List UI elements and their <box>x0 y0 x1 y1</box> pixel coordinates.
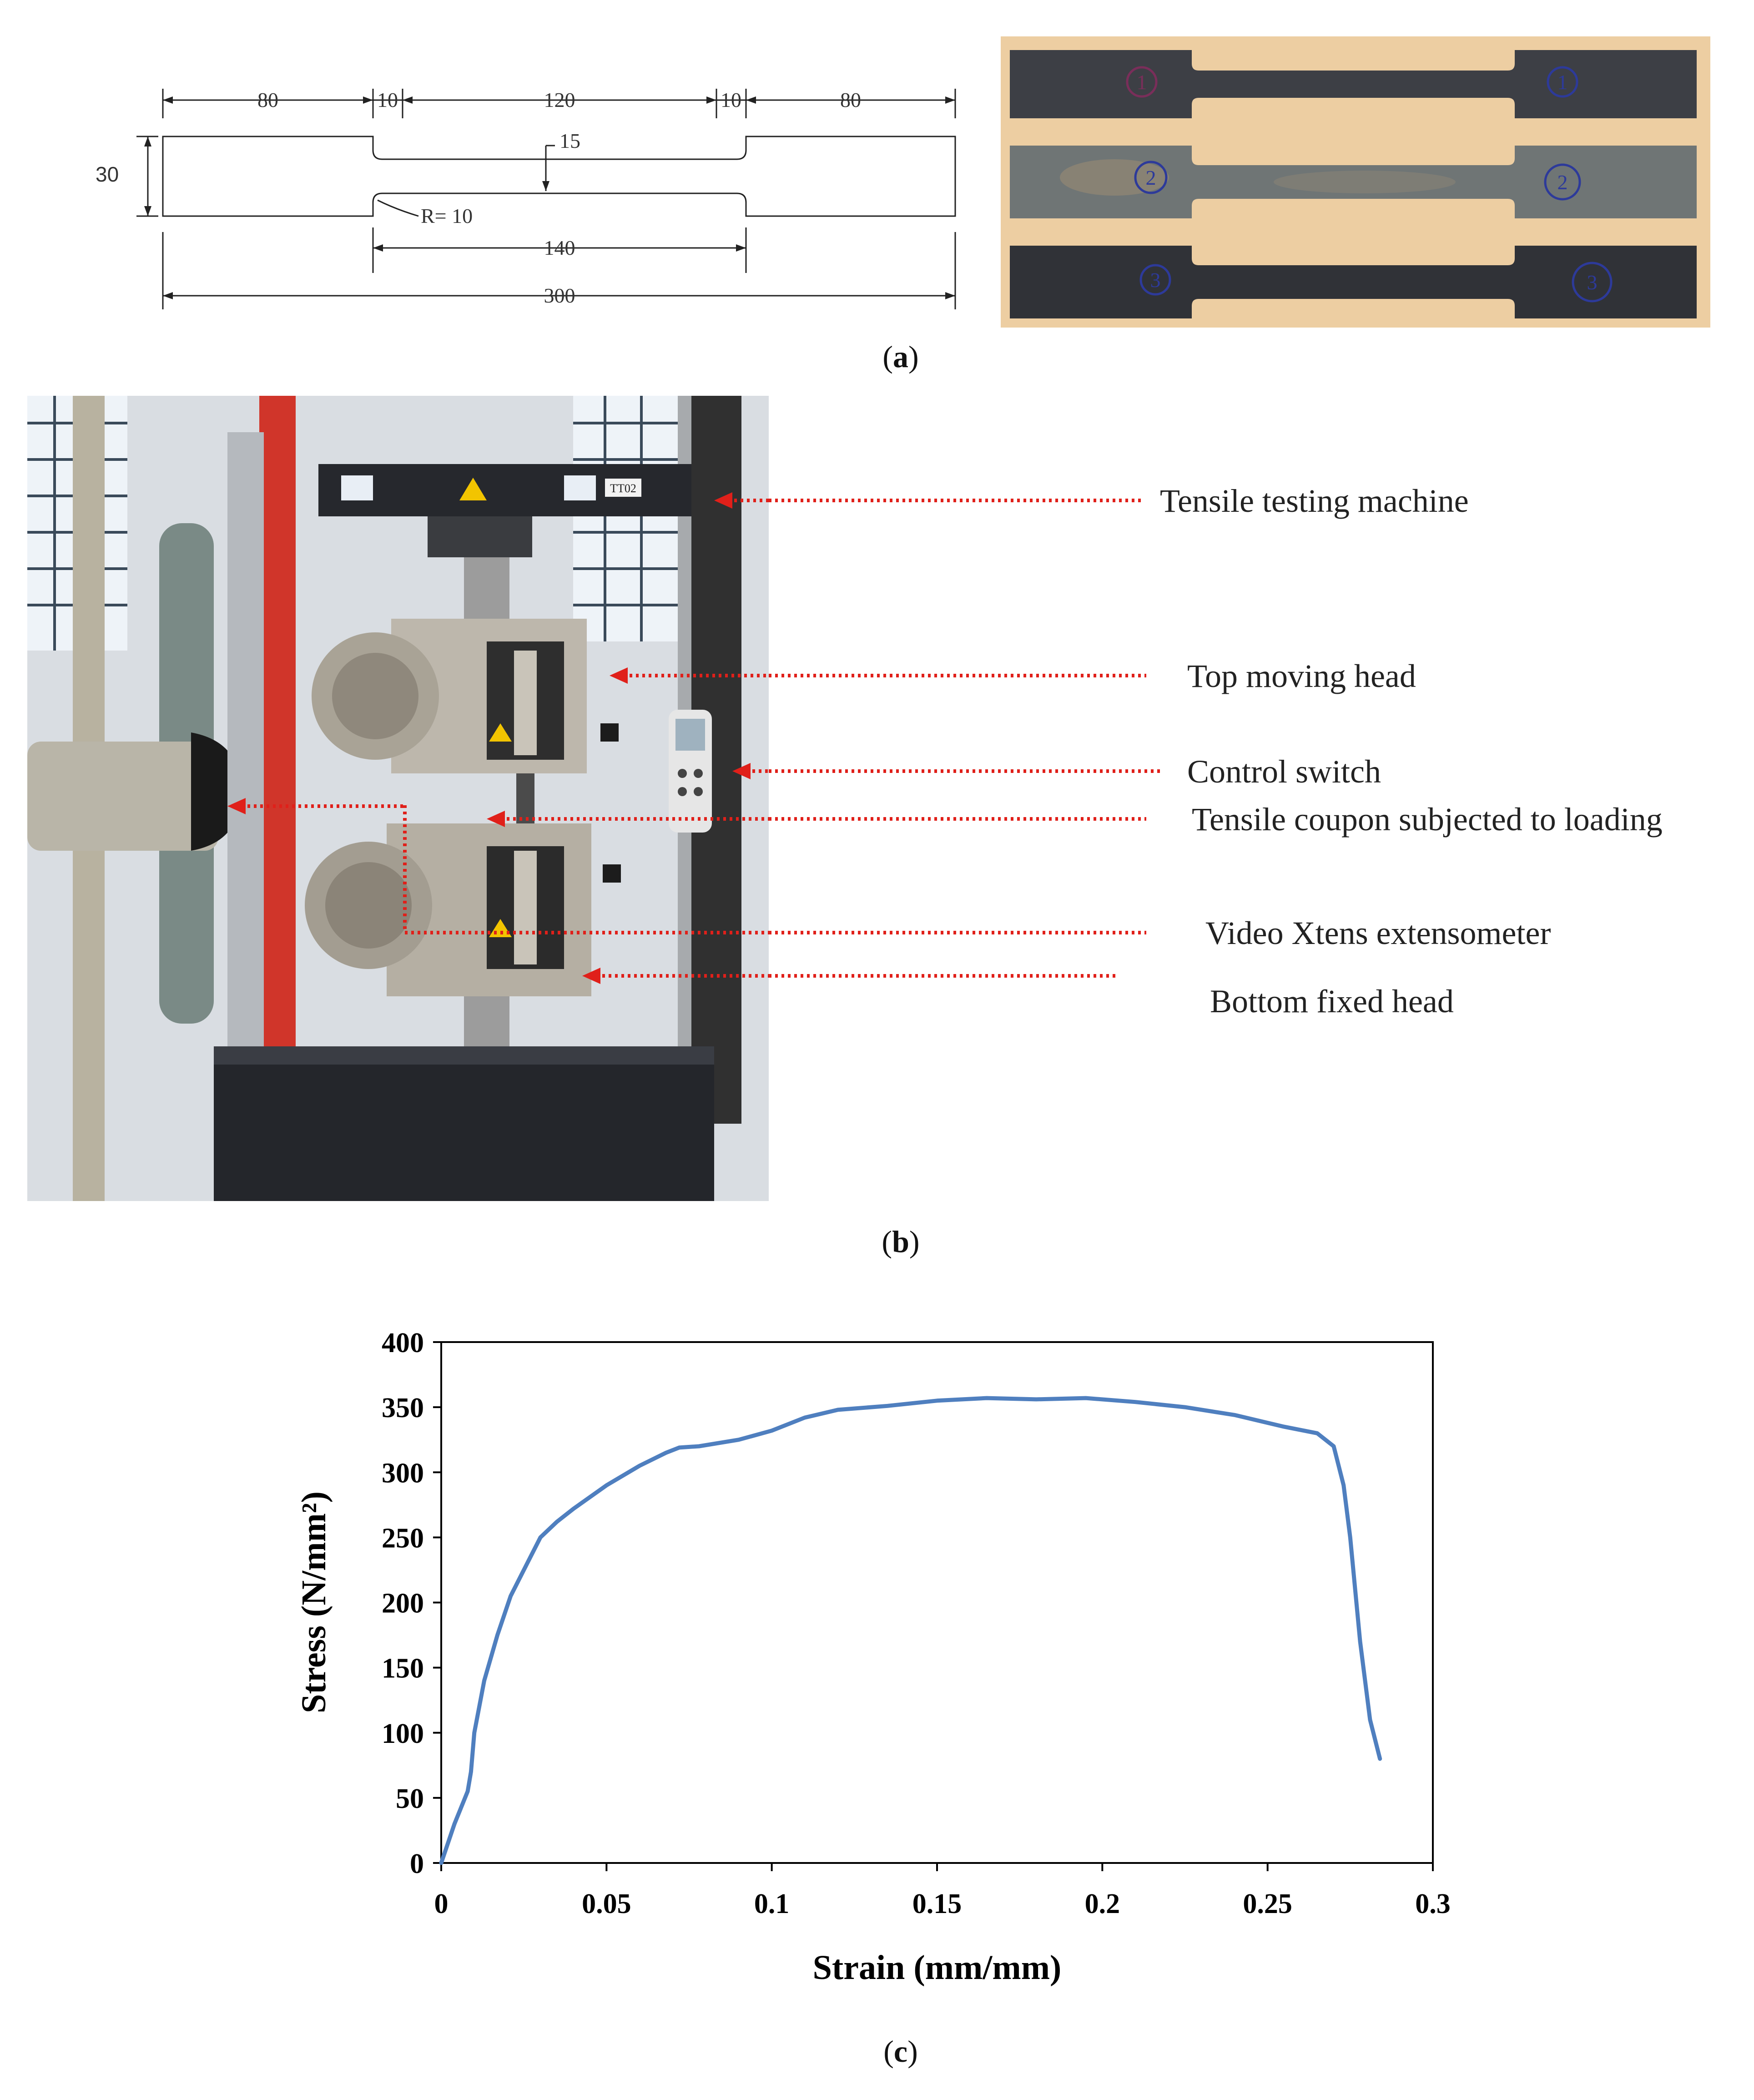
arrowhead <box>732 763 751 779</box>
callout-tensile-coupon: Tensile coupon subjected to loading <box>1192 801 1663 838</box>
dim-radius: R= 10 <box>421 204 473 227</box>
callout-bottom-fixed-head: Bottom fixed head <box>1210 983 1454 1020</box>
y-tick-label: 150 <box>382 1653 424 1684</box>
coupon-2 <box>1010 146 1697 218</box>
y-tick-label: 100 <box>382 1718 424 1749</box>
specimen-outline <box>162 136 956 217</box>
tensile-coupon <box>516 773 534 828</box>
stress-strain-curve <box>439 1396 1382 1865</box>
arrowhead <box>582 968 600 984</box>
dim-right-fillet: 10 <box>721 88 741 111</box>
y-tick-label: 350 <box>382 1393 424 1424</box>
dim-left-grip: 80 <box>257 88 278 111</box>
arrowhead <box>227 798 246 814</box>
machine-base <box>214 1046 714 1201</box>
stress-strain-chart: 0 50 100 150 200 250 300 350 400 0 0.05 0.1 0.15 0.2… <box>295 1328 1451 1987</box>
coupon-label: 1 <box>1557 71 1568 94</box>
x-tick-label: 0.2 <box>1085 1888 1120 1919</box>
coupon-label: 3 <box>1587 271 1598 294</box>
machine-label: TT02 <box>610 482 636 495</box>
dim-left-fillet: 10 <box>377 88 398 111</box>
x-tick-label: 0.3 <box>1415 1888 1451 1919</box>
x-tick-label: 0.05 <box>582 1888 631 1919</box>
y-tick-label: 200 <box>382 1588 424 1619</box>
arrowhead <box>714 492 732 509</box>
coupon-label: 2 <box>1146 166 1156 189</box>
dim-height-label: 30 <box>96 162 119 186</box>
dim-total-length: 300 <box>544 284 575 307</box>
callout-control-switch: Control switch <box>1187 753 1381 790</box>
x-axis: 0 0.05 0.1 0.15 0.2 0.25 0.3 <box>434 1863 1451 1919</box>
arrowhead <box>487 811 505 827</box>
top-moving-head <box>312 619 619 773</box>
bottom-fixed-head <box>305 823 621 996</box>
y-tick-label: 250 <box>382 1523 424 1554</box>
callout-video-extensometer: Video Xtens extensometer <box>1205 915 1551 951</box>
y-axis-label: Stress (N/mm²) <box>295 1491 333 1713</box>
y-axis: 0 50 100 150 200 250 300 350 400 <box>382 1328 441 1879</box>
plot-frame <box>440 1341 1434 1864</box>
y-tick-label: 0 <box>410 1848 424 1879</box>
x-tick-label: 0.15 <box>912 1888 962 1919</box>
dim-reduced-length: 140 <box>544 236 575 259</box>
callout-tensile-testing-machine: Tensile testing machine <box>1160 483 1469 519</box>
x-tick-label: 0 <box>434 1888 449 1919</box>
x-tick-label: 0.1 <box>754 1888 790 1919</box>
control-switch <box>669 710 712 833</box>
coupon-1 <box>1010 50 1697 118</box>
coupon-3 <box>1010 246 1697 318</box>
arrowhead <box>610 667 628 684</box>
testing-machine-photo: TT02 <box>27 396 769 1201</box>
y-tick-label: 50 <box>396 1783 424 1814</box>
coupon-label: 3 <box>1150 268 1161 292</box>
caption-a: (a) <box>882 339 919 374</box>
dim-reduced-width: 15 <box>559 129 580 152</box>
specimens-photo: 1 1 2 2 3 3 <box>1001 36 1710 328</box>
y-tick-label: 400 <box>382 1328 424 1358</box>
caption-c: (c) <box>883 2034 918 2069</box>
callout-top-moving-head: Top moving head <box>1187 658 1416 694</box>
specimen-drawing: 80 10 120 10 80 30 15 R= 10 140 300 <box>136 88 956 309</box>
callout-lines: Tensile testing machine Top moving head … <box>769 483 1663 1020</box>
coupon-label: 1 <box>1137 71 1147 94</box>
dim-gauge: 120 <box>544 88 575 111</box>
coupon-label: 2 <box>1557 171 1568 194</box>
x-tick-label: 0.25 <box>1243 1888 1292 1919</box>
x-axis-label: Strain (mm/mm) <box>813 1949 1062 1987</box>
red-column <box>259 396 296 1069</box>
dim-right-grip: 80 <box>840 88 861 111</box>
caption-b: (b) <box>882 1224 920 1259</box>
y-tick-label: 300 <box>382 1458 424 1489</box>
